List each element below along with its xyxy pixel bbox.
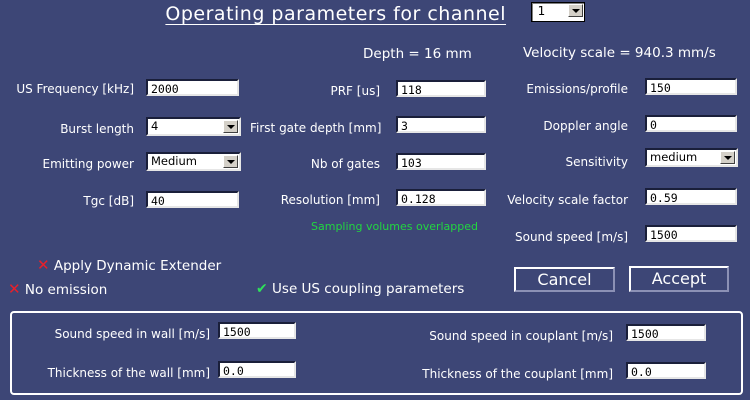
couplant-thickness-label: Thickness of the couplant [mm] (422, 367, 613, 381)
prf-label: PRF [us] (330, 84, 380, 98)
velocity-scale-factor-label: Velocity scale factor (507, 193, 628, 207)
cross-icon: ✕ (37, 256, 50, 274)
emissions-profile-input[interactable]: 150 (645, 78, 737, 95)
chevron-down-icon (223, 120, 238, 133)
channel-value: 1 (537, 3, 546, 18)
couplant-speed-input[interactable]: 1500 (626, 324, 706, 341)
sound-speed-input[interactable]: 1500 (645, 225, 737, 242)
wall-thickness-input[interactable]: 0.0 (218, 361, 296, 378)
us-frequency-label: US Frequency [kHz] (16, 82, 134, 96)
couplant-speed-label: Sound speed in couplant [m/s] (429, 329, 613, 343)
overlap-warning: Sampling volumes overlapped (311, 220, 479, 233)
doppler-angle-label: Doppler angle (543, 119, 628, 133)
us-frequency-input[interactable]: 2000 (146, 79, 239, 96)
sensitivity-value: medium (650, 150, 698, 164)
us-coupling-checkbox[interactable]: ✔ Use US coupling parameters (256, 281, 464, 297)
burst-length-label: Burst length (60, 122, 134, 136)
dynamic-extender-checkbox[interactable]: ✕ Apply Dynamic Extender (37, 256, 221, 274)
checkmark-icon: ✔ (256, 281, 268, 297)
chevron-down-icon (567, 3, 583, 17)
tgc-label: Tgc [dB] (83, 194, 134, 208)
sensitivity-select[interactable]: medium (645, 148, 738, 167)
chevron-down-icon (720, 151, 735, 164)
sensitivity-label: Sensitivity (565, 155, 628, 169)
couplant-thickness-input[interactable]: 0.0 (626, 362, 706, 379)
page-title: Operating parameters for channel (165, 3, 507, 25)
emitting-power-select[interactable]: Medium (146, 152, 241, 171)
coupling-panel (10, 311, 743, 395)
first-gate-depth-input[interactable]: 3 (396, 116, 486, 133)
prf-input[interactable]: 118 (396, 80, 486, 97)
emitting-power-label: Emitting power (42, 157, 134, 171)
burst-length-value: 4 (151, 119, 159, 133)
chevron-down-icon (223, 155, 238, 168)
resolution-input[interactable]: 0.128 (396, 189, 486, 206)
no-emission-checkbox[interactable]: ✕ No emission (8, 280, 107, 298)
emitting-power-value: Medium (151, 154, 197, 168)
resolution-label: Resolution [mm] (280, 193, 380, 207)
wall-thickness-label: Thickness of the wall [mm] (47, 366, 210, 380)
emissions-profile-label: Emissions/profile (526, 82, 628, 96)
us-coupling-label: Use US coupling parameters (272, 281, 465, 297)
dialog-title-bar: Operating parameters for channel 1 (0, 1, 750, 25)
wall-speed-input[interactable]: 1500 (218, 322, 296, 339)
depth-readout: Depth = 16 mm (363, 46, 472, 62)
channel-select[interactable]: 1 (530, 1, 585, 22)
nb-of-gates-input[interactable]: 103 (396, 153, 486, 170)
velocity-scale-readout: Velocity scale = 940.3 mm/s (523, 45, 716, 61)
nb-of-gates-label: Nb of gates (310, 157, 380, 171)
accept-button[interactable]: Accept (629, 266, 729, 292)
cross-icon: ✕ (8, 280, 21, 298)
burst-length-select[interactable]: 4 (146, 117, 241, 136)
first-gate-depth-label: First gate depth [mm] (250, 121, 382, 135)
wall-speed-label: Sound speed in wall [m/s] (54, 327, 210, 341)
dynamic-extender-label: Apply Dynamic Extender (53, 258, 222, 274)
cancel-button[interactable]: Cancel (514, 267, 615, 292)
doppler-angle-input[interactable]: 0 (645, 115, 737, 132)
sound-speed-label: Sound speed [m/s] (514, 230, 628, 244)
no-emission-label: No emission (24, 282, 108, 298)
tgc-input[interactable]: 40 (146, 191, 239, 208)
velocity-scale-factor-input[interactable]: 0.59 (645, 188, 737, 205)
